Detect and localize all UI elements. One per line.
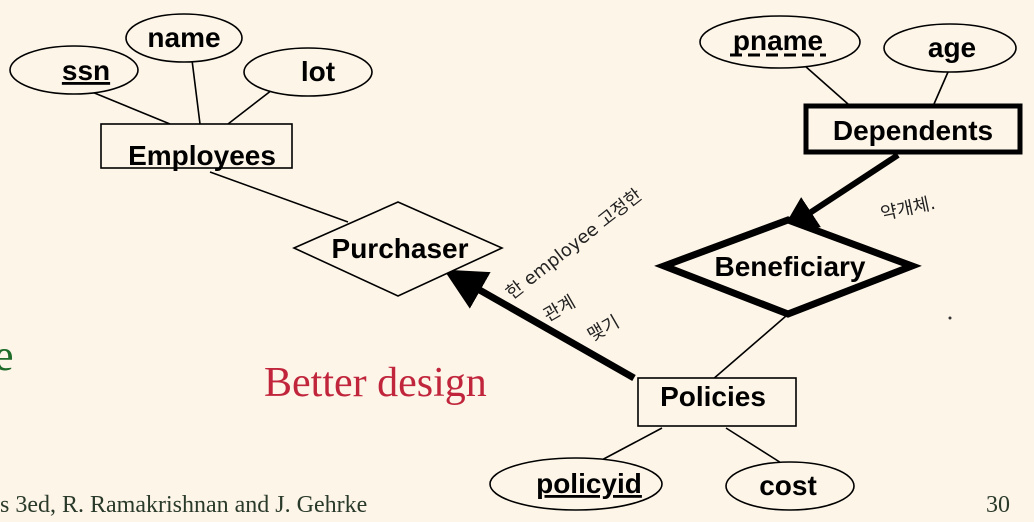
relationship-beneficiary-label: Beneficiary bbox=[715, 251, 866, 282]
relationship-beneficiary: Beneficiary bbox=[654, 216, 922, 318]
handwritten-note-line3: 맺기 bbox=[584, 312, 623, 347]
entity-policies: Policies bbox=[637, 377, 797, 427]
edge-policies-cost bbox=[725, 427, 787, 467]
edge-lot-employees bbox=[227, 89, 273, 125]
attribute-ssn-label: ssn bbox=[62, 55, 110, 86]
attribute-age: age bbox=[883, 23, 1017, 73]
attribute-lot-label: lot bbox=[301, 56, 335, 87]
entity-employees-label: Employees bbox=[128, 140, 276, 171]
arrow-dependents-beneficiary bbox=[780, 152, 900, 232]
relationship-purchaser: Purchaser bbox=[292, 201, 504, 297]
handwritten-note-beneficiary: 약개체. bbox=[879, 193, 938, 225]
left-edge-letter: e bbox=[0, 331, 14, 380]
attribute-cost: cost bbox=[725, 461, 855, 511]
relationship-purchaser-label: Purchaser bbox=[332, 233, 469, 264]
attribute-cost-label: cost bbox=[759, 470, 817, 501]
edge-name-employees bbox=[191, 59, 201, 125]
arrow-policies-purchaser bbox=[443, 269, 636, 382]
attribute-name-label: name bbox=[147, 22, 220, 53]
footer-citation: s 3ed, R. Ramakrishnan and J. Gehrke bbox=[0, 492, 367, 518]
handwritten-note-line1: 한 employee 고정한 bbox=[502, 185, 646, 304]
entity-dependents: Dependents bbox=[803, 103, 1023, 155]
edge-beneficiary-policies bbox=[711, 315, 787, 381]
attribute-pname: pname bbox=[699, 15, 861, 69]
attribute-age-label: age bbox=[928, 32, 976, 63]
attribute-pname-label: pname bbox=[733, 25, 823, 56]
attribute-lot: lot bbox=[243, 47, 373, 97]
edge-ssn-employees bbox=[91, 91, 171, 125]
attribute-policyid-label: policyid bbox=[536, 468, 642, 499]
edge-employees-purchaser bbox=[209, 171, 349, 223]
caption-better-design: Better design bbox=[264, 360, 487, 406]
entity-employees: Employees bbox=[100, 123, 293, 171]
attribute-name: name bbox=[125, 13, 243, 63]
entity-dependents-label: Dependents bbox=[833, 115, 993, 146]
edge-pname-dependents bbox=[804, 65, 849, 105]
handwritten-note-line2: 관계 bbox=[540, 292, 579, 327]
attribute-policyid: policyid bbox=[489, 457, 663, 511]
attribute-ssn: ssn bbox=[9, 45, 139, 95]
edge-age-dependents bbox=[933, 71, 949, 105]
entity-policies-label: Policies bbox=[660, 381, 766, 412]
edge-policies-policyid bbox=[597, 427, 663, 463]
footer-page-number: 30 bbox=[986, 492, 1010, 518]
handwritten-dot bbox=[948, 316, 952, 320]
